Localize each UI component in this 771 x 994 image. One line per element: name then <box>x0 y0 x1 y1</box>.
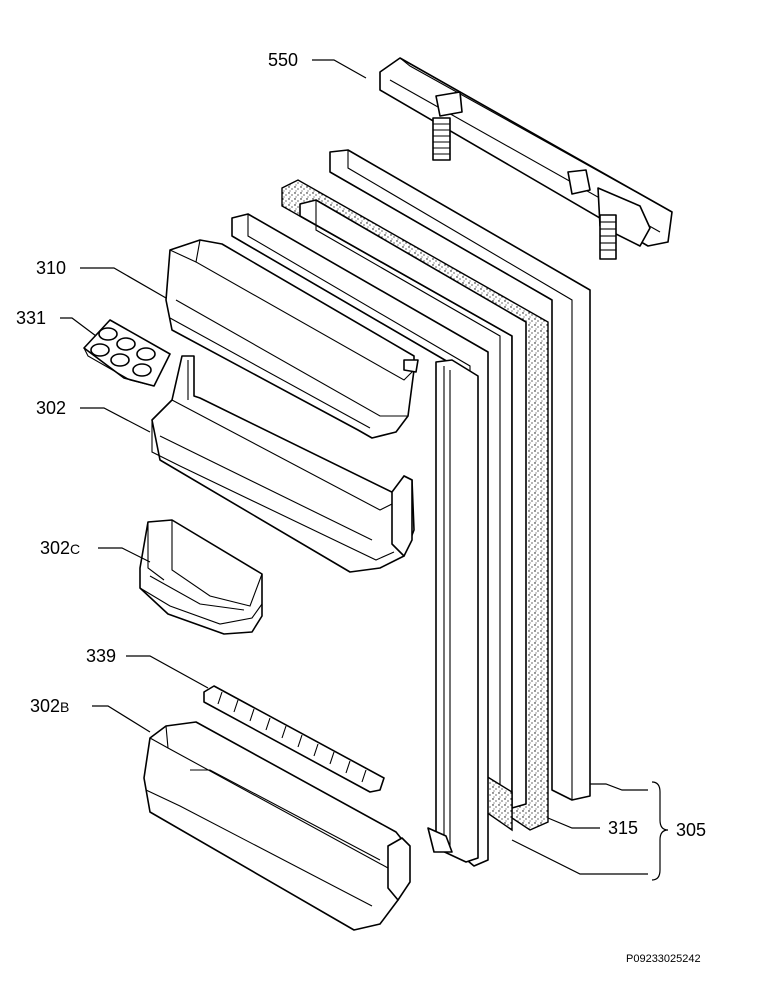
label-302b: 302B <box>30 696 69 716</box>
part-331-egg-tray[interactable] <box>83 319 171 387</box>
label-339: 339 <box>86 646 116 666</box>
part-inner-door-liner[interactable] <box>231 213 489 867</box>
label-302: 302 <box>36 398 66 418</box>
part-302c-bottle-holder[interactable] <box>139 519 263 635</box>
label-302c-suffix: C <box>70 541 80 557</box>
part-302-door-shelf[interactable] <box>151 355 415 573</box>
leader-305-top <box>590 783 648 791</box>
label-315: 315 <box>608 818 638 838</box>
part-305-outer-door[interactable] <box>329 149 591 801</box>
leader-550 <box>312 59 367 79</box>
leader-302 <box>80 407 151 433</box>
leader-lines <box>60 59 669 881</box>
label-550: 550 <box>268 50 298 70</box>
part-302b-bottle-shelf[interactable] <box>143 721 411 931</box>
leader-315 <box>547 817 600 829</box>
label-302b-number: 302 <box>30 696 60 716</box>
leader-305-bottom <box>511 839 648 875</box>
part-339-bottle-rack[interactable] <box>203 685 385 793</box>
leader-302b <box>92 705 151 733</box>
label-302c-number: 302 <box>40 538 70 558</box>
label-302b-suffix: B <box>60 699 69 715</box>
drawing-code: P09233025242 <box>626 953 701 965</box>
leader-310 <box>80 267 167 299</box>
brace-305 <box>651 781 669 881</box>
label-302c: 302C <box>40 538 80 558</box>
label-305: 305 <box>676 820 706 840</box>
label-310: 310 <box>36 258 66 278</box>
leader-331 <box>60 317 97 337</box>
label-331: 331 <box>16 308 46 328</box>
part-310-dairy-compartment[interactable] <box>165 239 419 439</box>
leader-302c <box>98 547 151 563</box>
leader-339 <box>126 655 209 689</box>
part-550-hinge-bar[interactable] <box>379 57 673 260</box>
